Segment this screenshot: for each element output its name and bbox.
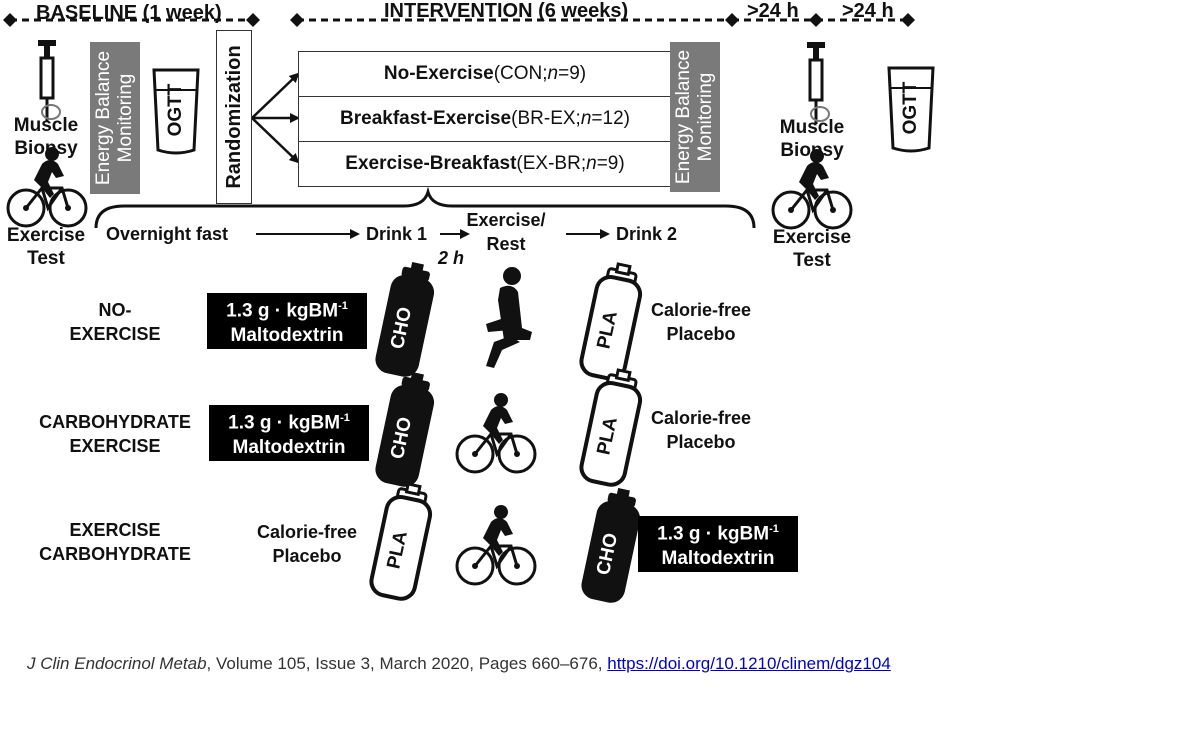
maltodextrin-box-row2: 1.3 g · kgBM-1 Maltodextrin	[209, 405, 369, 461]
exercise-test-baseline: Exercise Test	[6, 225, 86, 269]
drink2-label: Drink 2	[616, 224, 678, 244]
syringe-icon-baseline	[36, 38, 62, 124]
timeline-diamonds	[3, 13, 915, 27]
drink1-label: Drink 1	[366, 224, 428, 244]
citation-details: , Volume 105, Issue 3, March 2020, Pages…	[206, 654, 608, 673]
intervention-label: INTERVENTION (6 weeks)	[384, 0, 629, 22]
maltodextrin-box-row1: 1.3 g · kgBM-1 Maltodextrin	[207, 293, 367, 349]
cyclist-icon-row2	[455, 391, 537, 474]
maltodextrin-box-row3: 1.3 g · kgBM-1 Maltodextrin	[638, 516, 798, 572]
cyclist-icon-row3	[455, 503, 537, 586]
group-breakfast-exercise: Breakfast-Exercise (BR-EX; n=12)	[298, 96, 672, 142]
citation-journal: J Clin Endocrinol Metab	[27, 654, 207, 673]
sitting-person-icon	[486, 267, 532, 368]
protocol-brace	[94, 186, 756, 229]
muscle-biopsy-baseline: Muscle Biopsy	[13, 115, 79, 159]
exercise-test-post: Exercise Test	[772, 227, 852, 271]
group-no-exercise: No-Exercise (CON; n=9)	[298, 51, 672, 97]
interval-label: 2 h	[438, 248, 465, 268]
post-interval-2: >24 h	[842, 0, 894, 22]
randomization-box: Randomization	[216, 30, 252, 204]
ogtt-post: OGTT	[900, 81, 921, 135]
syringe-icon-post	[805, 40, 831, 126]
doi-link[interactable]: https://doi.org/10.1210/clinem/dgz104	[607, 654, 891, 673]
overnight-fast-label: Overnight fast	[106, 224, 229, 244]
citation: J Clin Endocrinol Metab, Volume 105, Iss…	[27, 654, 891, 674]
ogtt-baseline: OGTT	[165, 83, 186, 137]
muscle-biopsy-post: Muscle Biopsy	[779, 117, 845, 161]
post-interval-1: >24 h	[747, 0, 799, 22]
condition-label-row1: NO-EXERCISE	[69, 300, 161, 344]
group-exercise-breakfast: Exercise-Breakfast (EX-BR; n=9)	[298, 141, 672, 187]
exercise-rest-label: Exercise/ Rest	[466, 210, 546, 254]
baseline-label: BASELINE (1 week)	[36, 2, 222, 24]
